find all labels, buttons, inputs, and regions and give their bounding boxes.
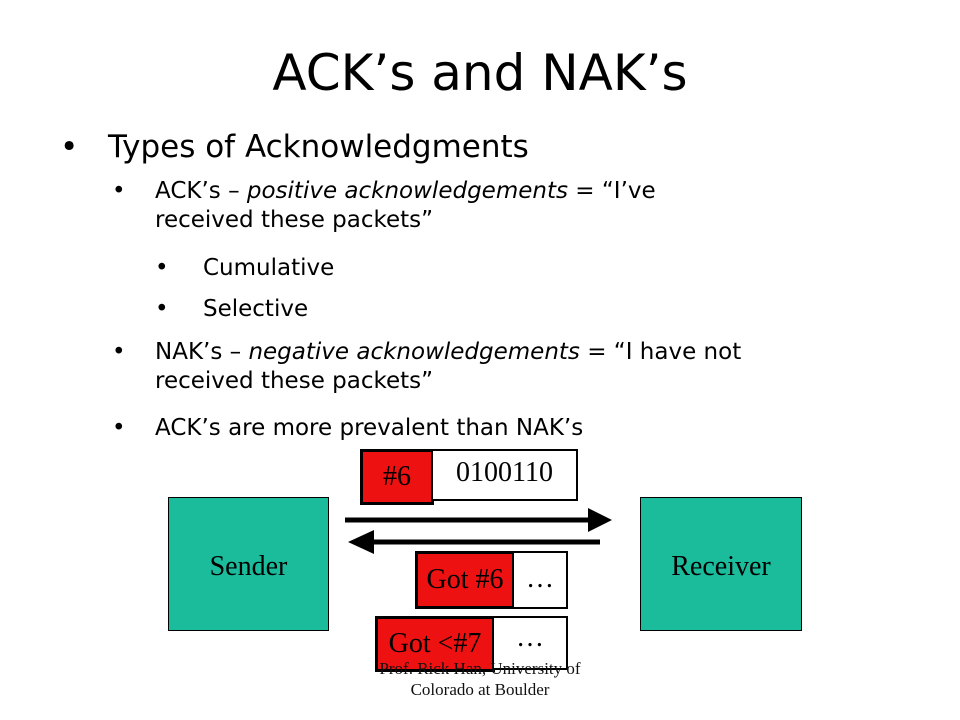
sender-label: Sender [209,551,288,582]
slide-title: ACK’s and NAK’s [272,44,688,102]
ack2-rest-box: … [492,616,568,670]
nak-italic: negative acknowledgements [248,339,580,365]
prevalence-text: ACK’s are more prevalent than NAK’s [155,415,584,441]
receiver-label: Receiver [671,551,771,582]
bullet-dot: • [112,415,126,441]
sub-cumulative: Cumulative [203,255,335,281]
sub-selective: Selective [203,296,309,322]
ack1-box: Got #6 [415,551,515,609]
ack-italic: positive acknowledgements [246,178,568,204]
ack1-rest-box: … [512,551,568,609]
bullet-dot: • [112,339,126,365]
ack-term: ACK’s – [155,178,240,204]
ack1-label: Got #6 [426,564,504,595]
bullet-dot: • [155,255,169,281]
nak-definition-line2: received these packets” [155,368,434,394]
arrow-left-icon [348,530,600,554]
ack2-rest: … [516,622,544,653]
packet-payload-box: 0100110 [431,449,578,501]
heading-types: Types of Acknowledgments [108,129,529,165]
nak-definition: NAK’s – negative acknowledgements = “I h… [155,338,741,366]
receiver-node: Receiver [640,497,802,631]
arrow-right-icon [345,508,612,532]
nak-rest: = “I have not [587,339,742,365]
sender-node: Sender [168,497,329,631]
packet-payload-label: 0100110 [456,457,553,488]
packet-seq-label: #6 [383,461,411,492]
footer: Prof. Rick Han, University of Colorado a… [330,658,630,700]
ack-definition-line2: received these packets” [155,207,434,233]
ack-definition: ACK’s – positive acknowledgements = “I’v… [155,177,656,205]
ack2-box: Got <#7 [375,616,495,672]
packet-seq-box: #6 [360,449,434,505]
footer-line2: Colorado at Boulder [410,680,550,699]
ack2-label: Got <#7 [388,628,482,659]
bullet-dot: • [112,178,126,204]
nak-term: NAK’s – [155,339,242,365]
footer-line1: Prof. Rick Han, University of [379,659,581,678]
ack1-rest: … [526,563,554,594]
bullet-dot: • [60,129,79,165]
bullet-dot: • [155,296,169,322]
ack-rest: = “I’ve [575,178,656,204]
arrows [345,508,612,554]
